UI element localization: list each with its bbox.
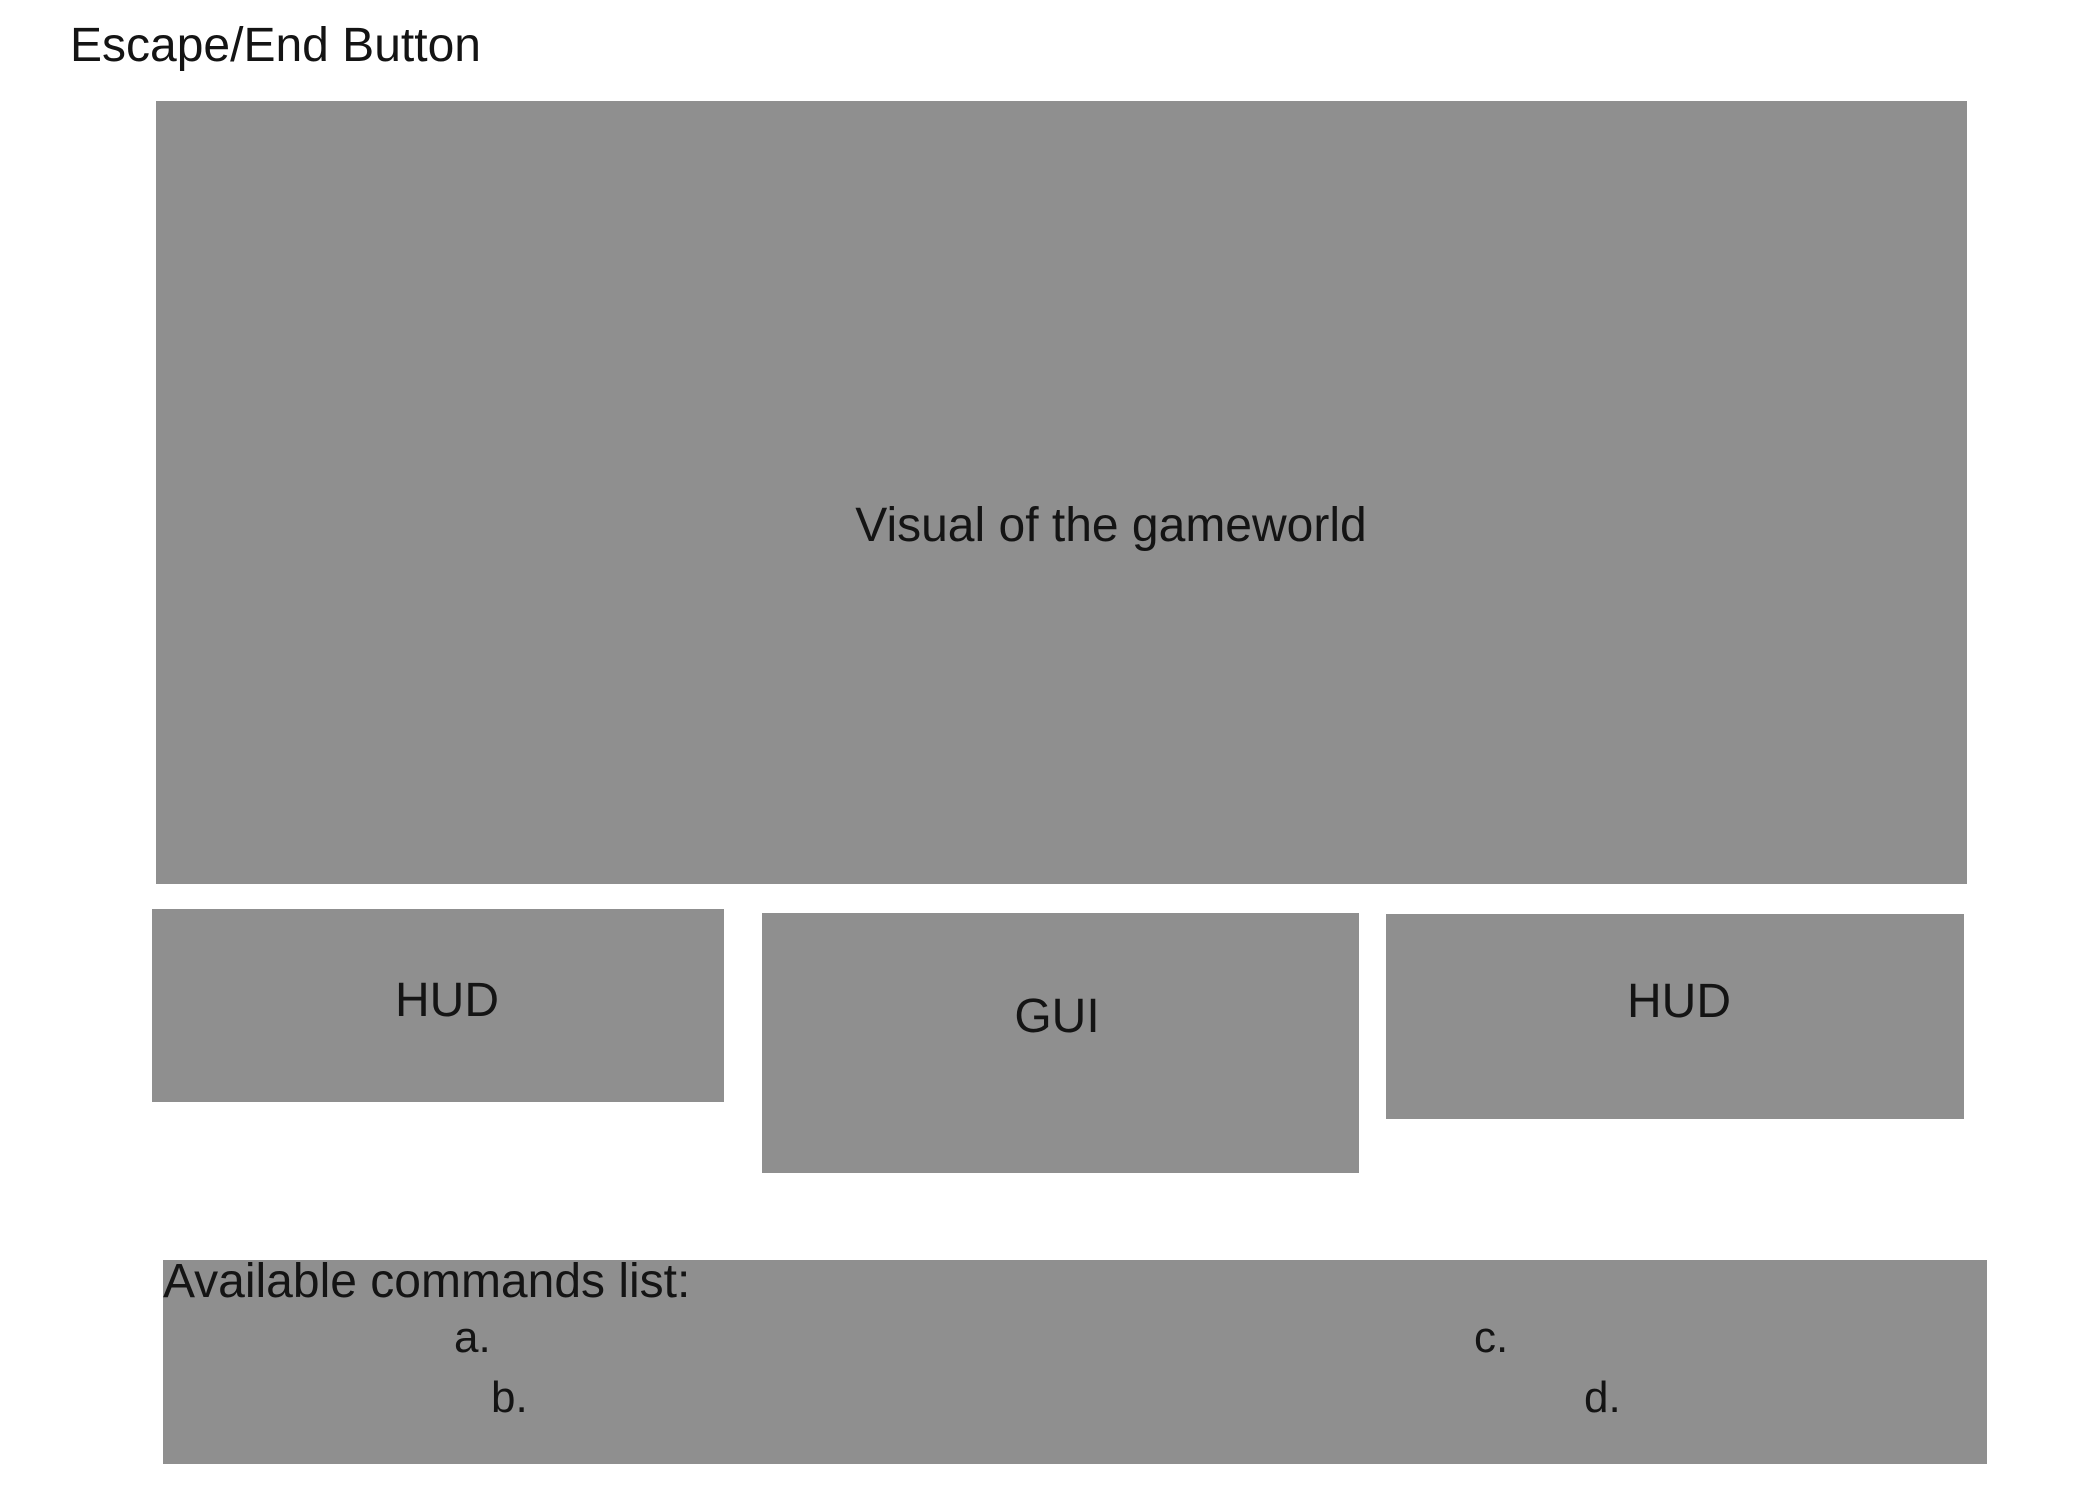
commands-list-panel: Available commands list: a. b. c. d. <box>163 1255 1987 1464</box>
command-item-d[interactable]: d. <box>1584 1373 1621 1422</box>
command-item-a[interactable]: a. <box>454 1313 491 1362</box>
hud-left-panel: HUD <box>152 909 724 1102</box>
command-item-b[interactable]: b. <box>491 1373 528 1422</box>
commands-list-title: Available commands list: <box>163 1255 691 1308</box>
escape-end-button[interactable]: Escape/End Button <box>70 19 481 72</box>
gameworld-label: Visual of the gameworld <box>855 499 1367 552</box>
gui-label: GUI <box>1014 990 1100 1043</box>
hud-right-label: HUD <box>1627 975 1731 1028</box>
hud-right-panel: HUD <box>1386 914 1964 1119</box>
gameworld-view[interactable]: Visual of the gameworld <box>156 101 1967 884</box>
gui-panel[interactable]: GUI <box>762 913 1359 1173</box>
hud-left-label: HUD <box>395 974 499 1027</box>
command-item-c[interactable]: c. <box>1474 1313 1509 1362</box>
